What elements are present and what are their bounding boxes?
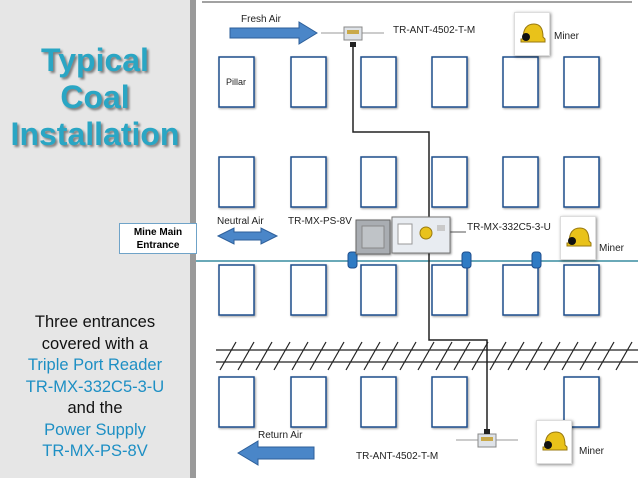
pillar [360, 376, 397, 428]
neutral-air-label: Neutral Air [217, 216, 264, 227]
return-air-arrow [237, 440, 315, 466]
pillar [502, 264, 539, 316]
helmet-icon [520, 23, 546, 43]
antenna-top-label: TR-ANT-4502-T-M [393, 25, 476, 36]
desc-line-3: Triple Port Reader [27, 356, 163, 374]
cable-top [352, 44, 430, 218]
desc-line-5: and the [67, 399, 123, 417]
diagram-svg [196, 1, 638, 466]
belt-roller [531, 251, 542, 269]
miner-top-badge [514, 12, 550, 56]
pillar [218, 264, 255, 316]
pillar-label: Pillar [226, 77, 247, 87]
pillar [290, 156, 327, 208]
desc-line-6: Power Supply [44, 420, 146, 439]
pillar [218, 56, 255, 108]
neutral-air-arrow [216, 227, 279, 245]
belt-roller [347, 251, 358, 269]
pillar [290, 264, 327, 316]
cable-bottom [428, 252, 488, 430]
antenna-bottom-label: TR-ANT-4502-T-M [356, 451, 439, 462]
pillar [563, 376, 600, 428]
entrance-line-2: Entrance [136, 240, 180, 251]
reader-label: TR-MX-332C5-3-U [467, 222, 551, 233]
fresh-air-arrow [229, 21, 318, 45]
pillar [360, 156, 397, 208]
antenna-bottom-device [456, 429, 518, 448]
pillar [360, 56, 397, 108]
page-title: Typical Coal Installation [0, 42, 190, 153]
antenna-top-device [321, 26, 384, 47]
mine-diagram: Fresh Air TR-ANT-4502-T-M Pillar Neutral… [196, 0, 638, 478]
pillar [502, 156, 539, 208]
miner-bottom-label: Miner [579, 446, 605, 457]
desc-line-7: TR-MX-PS-8V [42, 442, 148, 460]
pillar-grid [218, 56, 600, 428]
pillar [360, 264, 397, 316]
entrance-line-1: Mine Main [133, 227, 183, 238]
reader-device [391, 216, 451, 254]
miner-middle-badge [560, 216, 596, 260]
rail-track [216, 341, 638, 371]
desc-line-2: covered with a [41, 334, 149, 353]
pillar [563, 56, 600, 108]
miner-top-label: Miner [554, 31, 580, 42]
return-air-label: Return Air [258, 430, 303, 441]
desc-line-4: TR-MX-332C5-3-U [25, 377, 165, 396]
title-line-3: Installation [10, 116, 180, 152]
power-supply-device [355, 219, 391, 255]
miner-middle-label: Miner [599, 243, 625, 254]
pillar [290, 56, 327, 108]
pillar [431, 156, 468, 208]
pillar [431, 376, 468, 428]
title-line-2: Coal [60, 79, 130, 115]
helmet-icon [542, 431, 568, 451]
pillar [431, 264, 468, 316]
pillar [563, 156, 600, 208]
pillar [563, 264, 600, 316]
power-supply-label: TR-MX-PS-8V [288, 216, 352, 227]
helmet-icon [566, 227, 592, 247]
pillar [431, 56, 468, 108]
mine-main-entrance-label: Mine Main Entrance [119, 223, 197, 254]
pillar [218, 156, 255, 208]
desc-line-1: Three entrances [34, 313, 156, 331]
miner-bottom-badge [536, 420, 572, 464]
belt-roller [461, 251, 472, 269]
fresh-air-label: Fresh Air [241, 14, 282, 25]
description: Three entrances covered with a Triple Po… [0, 312, 190, 463]
pillar [290, 376, 327, 428]
pillar [502, 56, 539, 108]
title-line-1: Typical [41, 42, 149, 78]
pillar [218, 376, 255, 428]
